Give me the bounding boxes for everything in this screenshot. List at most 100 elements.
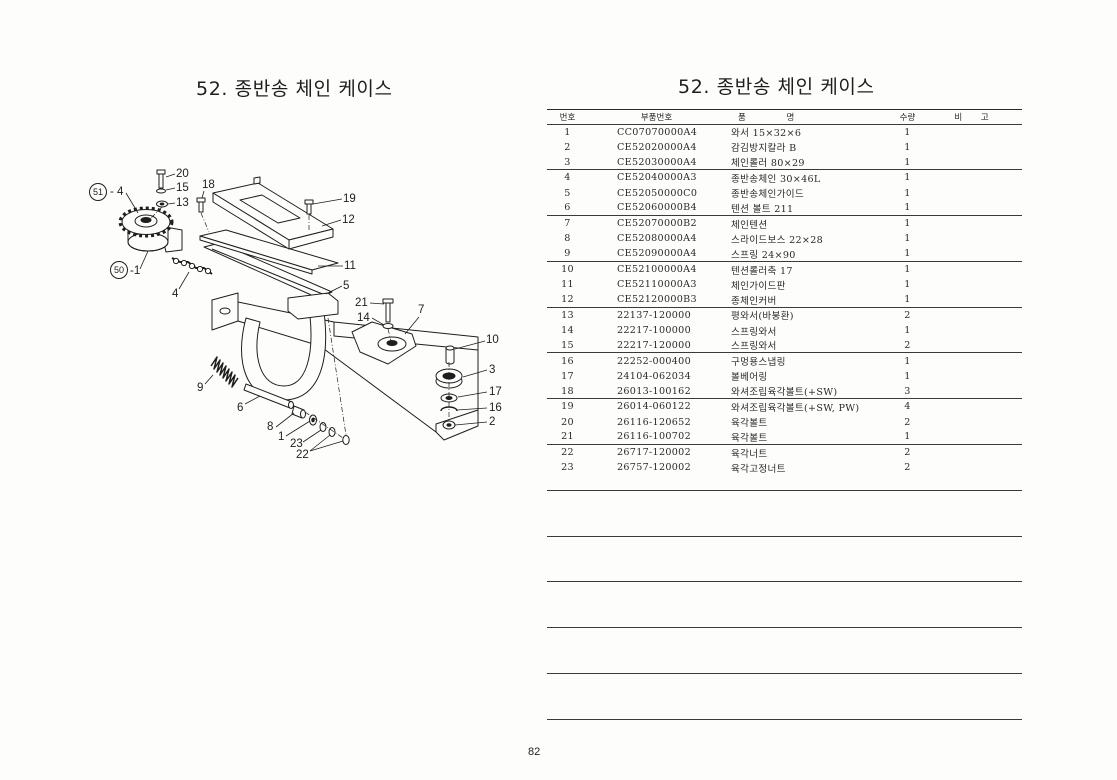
cell-part-no: 22217-100000 [617,325,691,337]
cell-no: 4 [564,172,571,184]
cell-part-no: 22252-000400 [617,355,691,367]
part-19-bolt [304,199,314,215]
cell-name: 육각볼트 [731,418,768,430]
cell-qty: 1 [904,156,911,168]
callout-8: 8 [267,421,274,433]
cell-name: 텐션 볼트 211 [731,203,794,215]
blank-row [547,613,1022,629]
cell-name: 종반송체인 30×46L [731,173,821,185]
cell-no: 10 [561,264,574,276]
chain-case-body [211,292,479,441]
callout-19: 19 [343,193,356,205]
callout-14: 14 [357,312,370,324]
cell-name: 종반송체인가이드 [731,189,805,201]
callout-23: 23 [290,438,303,450]
cell-name: 구멍용스냅링 [731,357,786,369]
cell-qty: 4 [904,401,911,413]
callout-1: 1 [278,431,285,443]
cell-name: 볼베어링 [731,372,768,384]
callout-17: 17 [489,386,502,398]
cell-qty: 1 [904,172,911,184]
cell-qty: 2 [904,462,911,474]
cell-part-no: CE52080000A4 [617,233,697,245]
part-2-collar [442,420,456,430]
blank-row [547,705,1022,720]
cell-name: 육각너트 [731,448,768,460]
cell-qty: 1 [904,233,911,245]
cell-no: 13 [561,309,574,321]
cell-qty: 1 [904,126,911,138]
header-no: 번호 [559,112,576,123]
cell-name: 육각볼트 [731,432,768,444]
circled-ref-51-suffix: - 4 [110,186,124,198]
cell-name: 스프링 24×90 [731,249,796,261]
cell-no: 18 [561,385,574,397]
cell-part-no: CE52060000B4 [617,202,697,214]
cell-name: 와셔조립육각볼트(+SW) [731,387,838,399]
callout-4: 4 [172,288,179,300]
cell-no: 14 [561,325,574,337]
cell-qty: 1 [904,279,911,291]
cell-no: 5 [564,187,571,199]
part-17-ball-bearing [440,393,458,403]
part-21-bolt [382,298,394,323]
callout-6: 6 [237,402,244,414]
callout-10: 10 [486,334,499,346]
cell-part-no: 26116-100702 [617,431,691,443]
header-remarks: 비 고 [954,112,989,123]
cell-qty: 1 [904,141,911,153]
center-lines [149,206,450,439]
part-10-tension-roller-shaft [445,345,455,365]
callout-3: 3 [489,364,496,376]
callout-2: 2 [489,416,496,428]
callout-13: 13 [176,197,189,209]
part-15-spring-washer [156,188,166,194]
callout-20: 20 [176,168,189,180]
callout-22: 22 [296,449,309,461]
cell-qty: 1 [904,370,911,382]
cell-part-no: CE52110000A3 [617,279,697,291]
cell-qty: 2 [904,309,911,321]
cell-name: 종체인커버 [731,295,777,307]
cell-part-no: 26717-120002 [617,447,691,459]
cell-name: 와서 15×32×6 [731,128,802,140]
cell-part-no: 22137-120000 [617,309,691,321]
circled-ref-51: 51 [89,183,107,201]
cell-qty: 1 [904,187,911,199]
cell-name: 육각고정너트 [731,463,786,475]
cell-name: 체인가이드판 [731,280,786,292]
cell-name: 텐션롤러축 17 [731,265,793,277]
part-6-tension-bolt [243,383,294,409]
cell-no: 11 [561,279,574,291]
cell-part-no: CC07070000A4 [617,126,698,138]
part-12-chain-cover [212,176,334,250]
blank-row [547,628,1022,643]
cell-name: 스라이드보스 22×28 [731,234,824,246]
parts-row: 8 CE52080000A4 스라이드보스 22×28 1 [547,231,1022,246]
part-18-bolt [196,197,206,213]
part-8-slide-boss [291,405,306,419]
part-7-chain-tension [351,321,417,365]
callout-9: 9 [197,382,204,394]
cell-qty: 1 [904,431,911,443]
cell-part-no: CE52040000A3 [617,172,697,184]
callout-15: 15 [176,182,189,194]
cell-no: 8 [564,233,571,245]
cell-qty: 1 [904,264,911,276]
cell-qty: 1 [904,218,911,230]
blank-row [547,689,1022,704]
cell-part-no: CE52090000A4 [617,248,697,260]
cell-name: 평와서(바붕환) [731,311,794,323]
part-20-bolt [156,169,166,189]
cell-name: 체인텐션 [731,219,768,231]
